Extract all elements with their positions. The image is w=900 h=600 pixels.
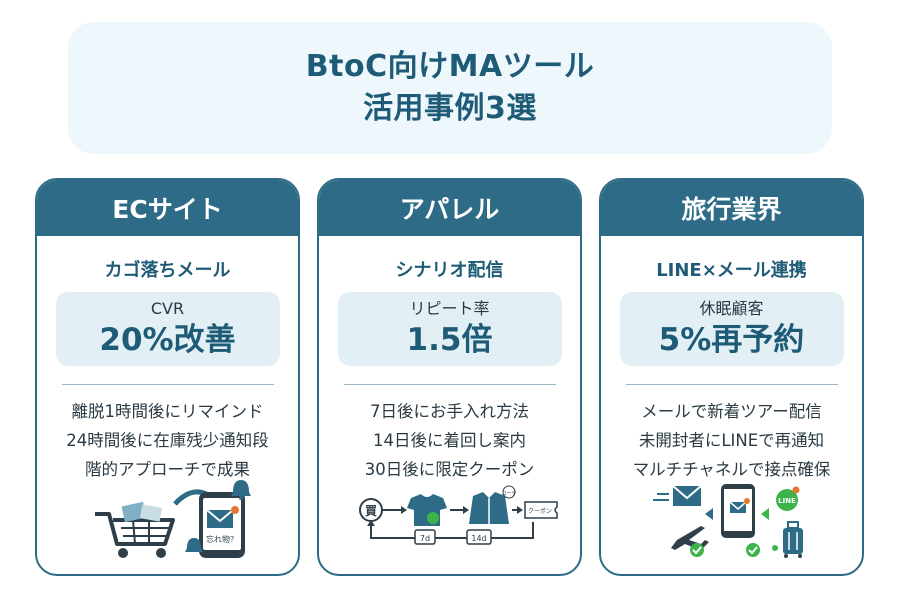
jacket-icon bbox=[469, 492, 509, 524]
metric-box: リピート率 1.5倍 bbox=[337, 292, 562, 366]
card-header: 旅行業界 bbox=[601, 180, 862, 236]
check-icon bbox=[746, 543, 760, 557]
email-icon bbox=[653, 485, 702, 506]
apparel-illustration: 買 コーデ クーポン 7d 14d bbox=[359, 485, 558, 545]
description-line: 30日後に限定クーポン bbox=[364, 460, 535, 479]
tshirt-icon bbox=[407, 494, 447, 526]
description-line: 14日後に着回し案内 bbox=[373, 431, 526, 450]
metric-label: リピート率 bbox=[409, 299, 490, 318]
description: 7日後にお手入れ方法 14日後に着回し案内 30日後に限定クーポン bbox=[319, 397, 580, 484]
description-line: 階的アプローチで成果 bbox=[85, 460, 250, 479]
svg-text:クーポン: クーポン bbox=[528, 507, 552, 515]
card-subtitle: シナリオ配信 bbox=[395, 260, 504, 281]
travel-illustration: LINE bbox=[653, 484, 803, 558]
description: メールで新着ツアー配信 未開封者にLINEで再通知 マルチチャネルで接点確保 bbox=[601, 397, 862, 484]
step-14d: 14d bbox=[471, 534, 486, 543]
smartphone-icon bbox=[721, 484, 755, 538]
line-icon: LINE bbox=[776, 486, 800, 511]
divider bbox=[61, 384, 274, 385]
check-icon bbox=[690, 543, 704, 557]
page-title-line-1: BtoC向けMAツール bbox=[305, 49, 595, 84]
divider bbox=[625, 384, 838, 385]
description-line: 7日後にお手入れ方法 bbox=[370, 402, 529, 421]
phone-text: 忘れ物？ bbox=[206, 534, 238, 544]
description: 離脱1時間後にリマインド 24時間後に在庫残少通知段 階的アプローチで成果 bbox=[37, 397, 298, 484]
svg-text:LINE: LINE bbox=[778, 497, 796, 505]
shopping-cart-icon bbox=[95, 501, 175, 558]
page-title-line-2: 活用事例3選 bbox=[363, 91, 537, 126]
case-card-ec: ECサイト カゴ落ちメール CVR 20%改善 離脱1時間後にリマインド 24時… bbox=[35, 178, 300, 576]
svg-text:買: 買 bbox=[365, 504, 377, 518]
ec-illustration: 忘れ物？ bbox=[95, 480, 251, 558]
title-banner: BtoC向けMAツール 活用事例3選 bbox=[68, 22, 832, 154]
description-line: マルチチャネルで接点確保 bbox=[632, 460, 831, 479]
description-line: 離脱1時間後にリマインド bbox=[71, 402, 264, 421]
metric-value: 20%改善 bbox=[99, 322, 236, 358]
card-subtitle: LINE×メール連携 bbox=[656, 260, 807, 281]
case-card-travel: 旅行業界 LINE×メール連携 休眠顧客 5%再予約 メールで新着ツアー配信 未… bbox=[599, 178, 864, 576]
metric-value: 1.5倍 bbox=[406, 322, 493, 358]
metric-box: 休眠顧客 5%再予約 bbox=[619, 292, 844, 366]
case-card-apparel: アパレル シナリオ配信 リピート率 1.5倍 7日後にお手入れ方法 14日後に着… bbox=[317, 178, 582, 576]
metric-value: 5%再予約 bbox=[658, 322, 805, 358]
step-7d: 7d bbox=[420, 534, 430, 543]
card-subtitle: カゴ落ちメール bbox=[104, 260, 231, 281]
coupon-icon: クーポン bbox=[524, 501, 558, 519]
description-line: 24時間後に在庫残少通知段 bbox=[66, 431, 269, 450]
description-line: メールで新着ツアー配信 bbox=[641, 402, 822, 421]
card-header: ECサイト bbox=[37, 180, 298, 236]
svg-text:コーデ: コーデ bbox=[501, 490, 516, 497]
bell-icon bbox=[185, 480, 251, 552]
card-header: アパレル bbox=[319, 180, 580, 236]
metric-label: 休眠顧客 bbox=[699, 299, 764, 318]
description-line: 未開封者にLINEで再通知 bbox=[638, 431, 825, 450]
suitcase-icon bbox=[783, 521, 803, 558]
metric-box: CVR 20%改善 bbox=[55, 292, 280, 366]
smartphone-icon: 忘れ物？ bbox=[199, 492, 245, 558]
divider bbox=[343, 384, 556, 385]
metric-label: CVR bbox=[150, 299, 185, 318]
purchase-icon: 買 bbox=[359, 498, 383, 522]
